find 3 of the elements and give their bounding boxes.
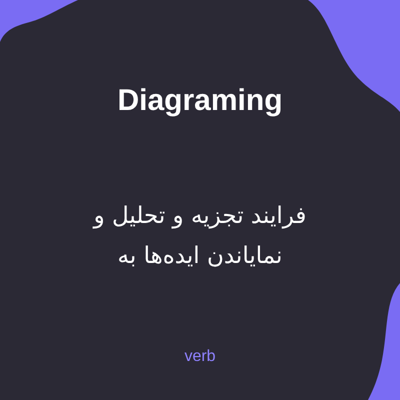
definition-text: فرایند تجزیه و تحلیل و نمایاندن ایده‌ها به	[92, 202, 308, 271]
title: Diagraming	[116, 84, 284, 118]
word-class: verb	[183, 348, 217, 366]
